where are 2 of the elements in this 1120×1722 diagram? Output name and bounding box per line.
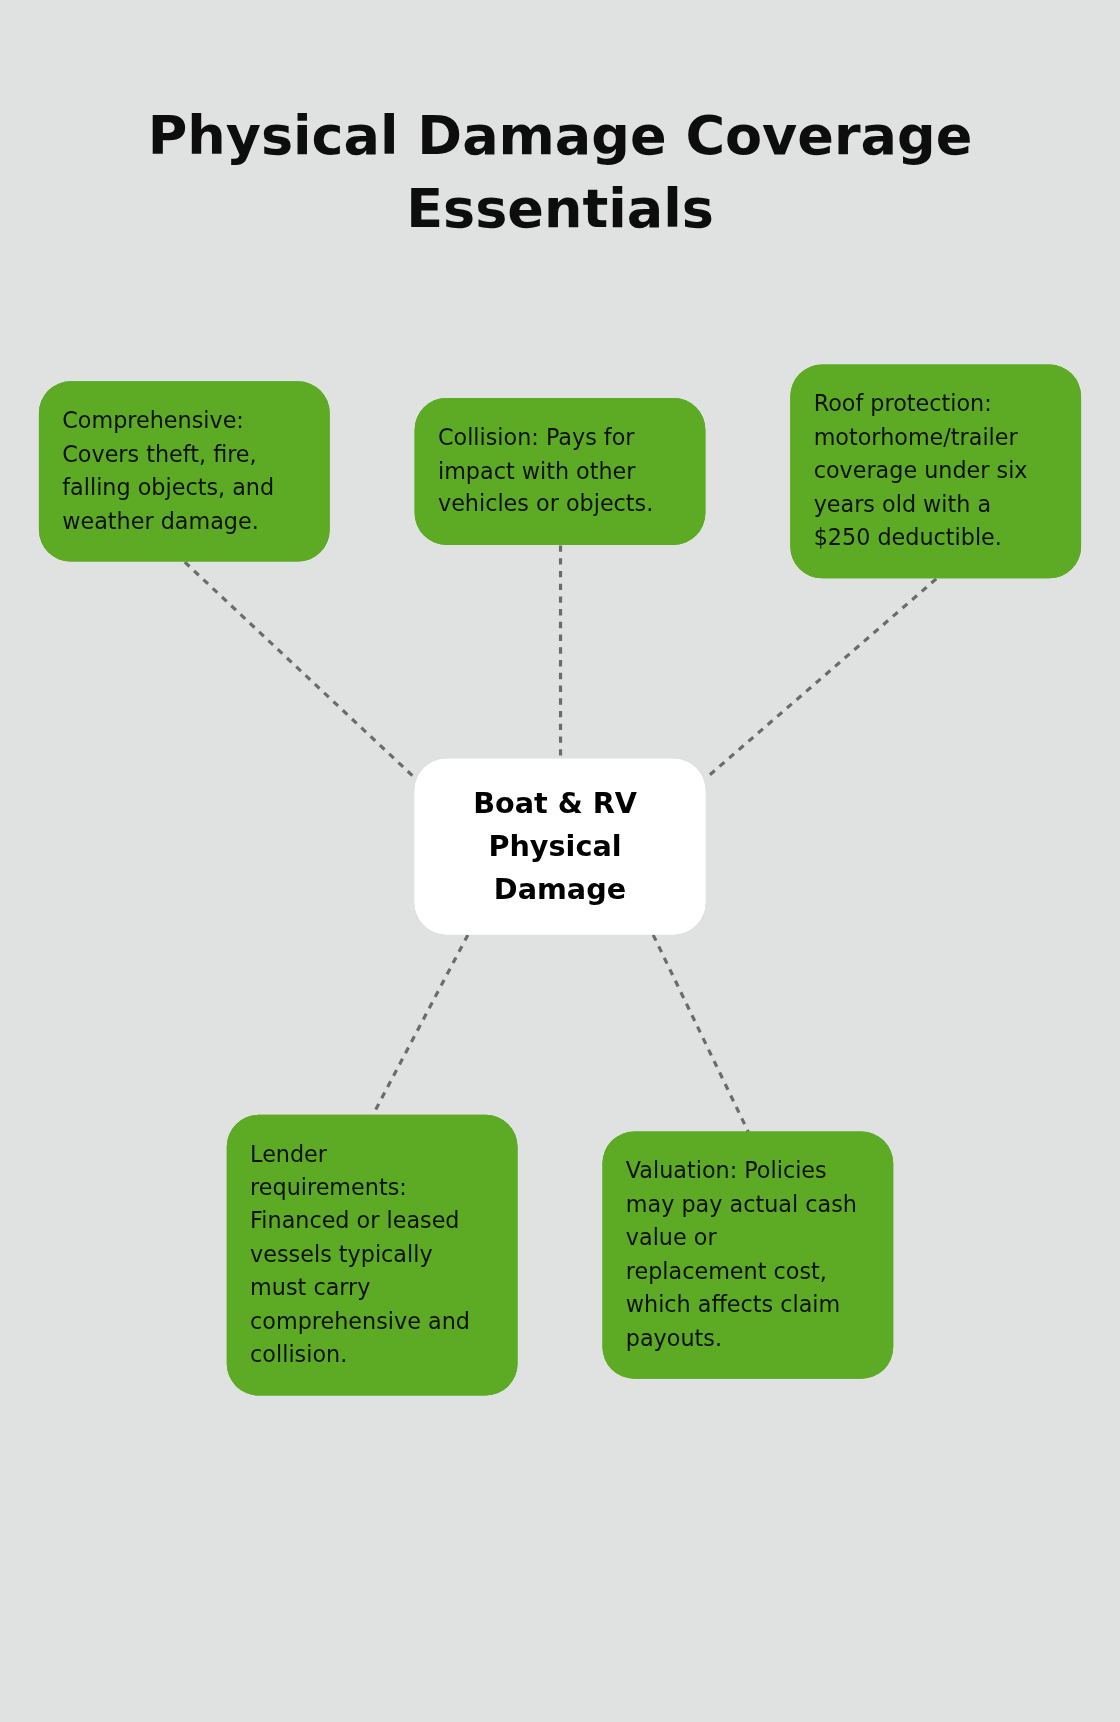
connector <box>651 934 750 1133</box>
title: Physical Damage Coverage Essentials <box>146 103 974 242</box>
